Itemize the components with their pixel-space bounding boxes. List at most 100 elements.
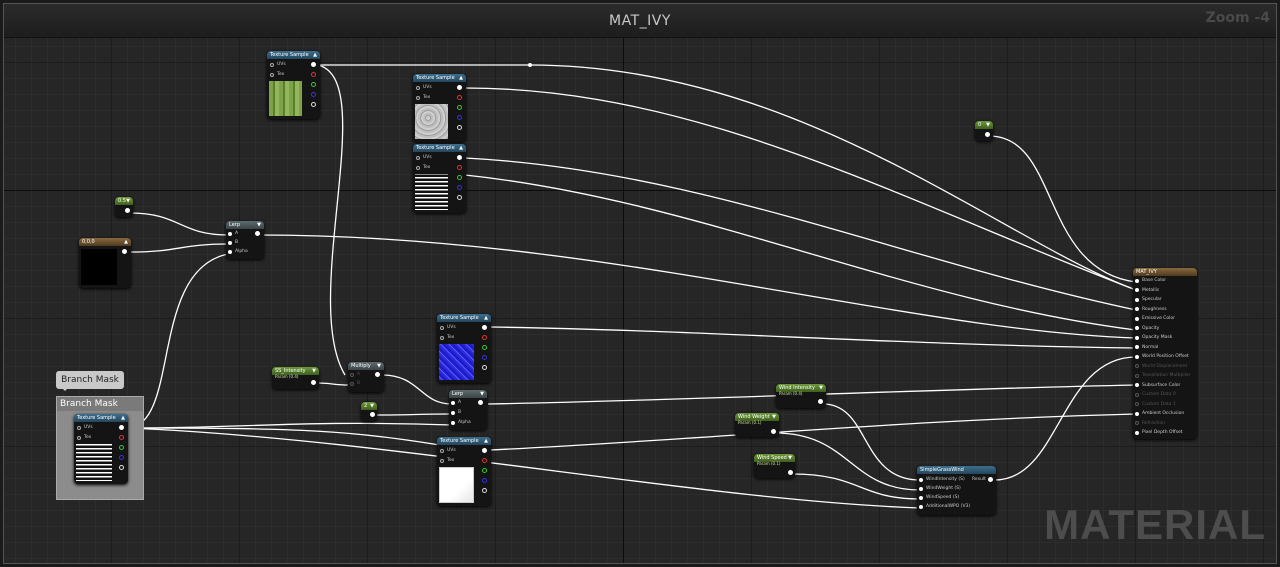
- output-a-pin[interactable]: [311, 102, 316, 107]
- material-graph-canvas[interactable]: MAT_IVY Zoom -4 MATERIAL: [3, 3, 1277, 564]
- output-a-pin[interactable]: [119, 465, 124, 470]
- output-b-pin[interactable]: [457, 115, 462, 120]
- collapse-arrow-icon[interactable]: ▲: [459, 145, 463, 151]
- output-g-pin[interactable]: [482, 468, 487, 473]
- material-input-pin[interactable]: Pixel Depth Offset: [1135, 430, 1183, 435]
- output-b-pin[interactable]: [311, 92, 316, 97]
- pin-icon[interactable]: [1135, 278, 1139, 283]
- collapse-arrow-icon[interactable]: ▼: [772, 414, 776, 420]
- output-a-pin[interactable]: [457, 125, 462, 130]
- material-input-pin[interactable]: Base Color: [1135, 278, 1166, 283]
- output-r-pin[interactable]: [482, 335, 487, 340]
- ss-intensity-param-node[interactable]: SS_Intensity▼ Param (0.4): [272, 367, 319, 389]
- pin-icon[interactable]: [228, 240, 232, 245]
- wind-speed-param-node[interactable]: Wind Speed▼ Param (0.1): [754, 454, 795, 478]
- pin-icon[interactable]: [1135, 364, 1139, 368]
- pin-icon[interactable]: [1135, 335, 1139, 340]
- pin-icon[interactable]: [1135, 297, 1139, 302]
- collapse-arrow-icon[interactable]: ▼: [788, 455, 792, 461]
- output-rgb-pin[interactable]: [457, 155, 462, 160]
- pin-icon[interactable]: [451, 410, 455, 415]
- pin-icon[interactable]: [1135, 411, 1139, 416]
- output-rgb-pin[interactable]: [482, 325, 487, 330]
- output-pin[interactable]: [122, 249, 127, 254]
- output-g-pin[interactable]: [457, 175, 462, 180]
- output-pin[interactable]: [311, 380, 316, 385]
- collapse-arrow-icon[interactable]: ▲: [484, 315, 488, 321]
- output-g-pin[interactable]: [119, 445, 124, 450]
- pin-icon[interactable]: [440, 335, 444, 340]
- pin-icon[interactable]: [416, 85, 420, 90]
- pin-icon[interactable]: [1135, 288, 1139, 292]
- output-rgb-pin[interactable]: [311, 62, 316, 67]
- material-input-pin[interactable]: Opacity Mask: [1135, 335, 1172, 340]
- material-input-pin[interactable]: Emissive Color: [1135, 316, 1175, 321]
- pin-icon[interactable]: [416, 155, 420, 160]
- output-rgb-pin[interactable]: [482, 448, 487, 453]
- pin-icon[interactable]: [270, 72, 274, 77]
- output-pin[interactable]: [125, 208, 130, 213]
- output-a-pin[interactable]: [482, 488, 487, 493]
- pin-icon[interactable]: [270, 62, 274, 67]
- collapse-arrow-icon[interactable]: ▼: [480, 391, 484, 397]
- pin-icon[interactable]: [919, 504, 923, 509]
- output-pin[interactable]: [818, 399, 823, 404]
- output-pin[interactable]: [370, 412, 375, 417]
- pin-icon[interactable]: [1135, 392, 1139, 397]
- collapse-arrow-icon[interactable]: ▲: [459, 75, 463, 81]
- wind-intensity-param-node[interactable]: Wind Intensity▼ Param (0.4): [776, 384, 826, 408]
- texture-sample-node-green[interactable]: Texture Sample▲ UVs Tex: [267, 51, 320, 119]
- lerp-node-top[interactable]: Lerp▼ A B Alpha: [226, 221, 264, 259]
- pin-icon[interactable]: [919, 477, 923, 482]
- pin-icon[interactable]: [350, 372, 354, 377]
- material-input-pin[interactable]: Normal: [1135, 345, 1158, 350]
- output-a-pin[interactable]: [482, 365, 487, 370]
- output-rgb-pin[interactable]: [457, 85, 462, 90]
- material-input-pin[interactable]: Subsurface Color: [1135, 383, 1180, 388]
- pin-icon[interactable]: [1135, 345, 1139, 349]
- material-input-pin[interactable]: Refraction: [1135, 421, 1165, 426]
- texture-sample-node-branch-mask[interactable]: Texture Sample▲ UVs Tex: [74, 414, 128, 484]
- constant-node-right[interactable]: 0▼: [975, 121, 993, 141]
- pin-icon[interactable]: [440, 448, 444, 453]
- pin-icon[interactable]: [228, 249, 232, 254]
- output-b-pin[interactable]: [482, 478, 487, 483]
- output-r-pin[interactable]: [457, 165, 462, 170]
- material-input-pin[interactable]: Custom Data 0: [1135, 392, 1176, 397]
- material-input-pin[interactable]: Tessellation Multiplier: [1135, 373, 1191, 378]
- output-pin[interactable]: [255, 231, 260, 236]
- output-rgb-pin[interactable]: [119, 425, 124, 430]
- collapse-arrow-icon[interactable]: ▲: [313, 52, 317, 58]
- pin-icon[interactable]: [1135, 402, 1139, 406]
- output-g-pin[interactable]: [482, 345, 487, 350]
- material-input-pin[interactable]: Ambient Occlusion: [1135, 411, 1184, 416]
- material-input-pin[interactable]: Metallic: [1135, 288, 1159, 293]
- texture-sample-node-normal[interactable]: Texture Sample▲ UVs Tex: [437, 314, 491, 383]
- pin-icon[interactable]: [416, 95, 420, 100]
- collapse-arrow-icon[interactable]: ▼: [257, 222, 261, 228]
- pin-icon[interactable]: [350, 381, 354, 386]
- output-b-pin[interactable]: [457, 185, 462, 190]
- output-b-pin[interactable]: [482, 355, 487, 360]
- material-input-pin[interactable]: Opacity: [1135, 326, 1159, 331]
- texture-sample-node-mask[interactable]: Texture Sample▲ UVs Tex: [413, 144, 466, 213]
- output-a-pin[interactable]: [457, 195, 462, 200]
- collapse-arrow-icon[interactable]: ▼: [377, 363, 381, 369]
- material-input-pin[interactable]: World Displacement: [1135, 364, 1187, 369]
- pin-icon[interactable]: [451, 400, 455, 405]
- output-pin[interactable]: [375, 372, 380, 377]
- material-input-pin[interactable]: Custom Data 1: [1135, 402, 1176, 407]
- output-pin[interactable]: [788, 470, 793, 475]
- pin-icon[interactable]: [1135, 307, 1139, 311]
- output-pin[interactable]: [771, 429, 776, 434]
- pin-icon[interactable]: [1135, 354, 1139, 359]
- output-r-pin[interactable]: [311, 72, 316, 77]
- constant3vector-node-0-0-0[interactable]: 0,0,0▲: [79, 238, 131, 288]
- texture-sample-node-white[interactable]: Texture Sample▲ UVs Tex: [437, 437, 491, 506]
- output-pin[interactable]: [988, 477, 993, 482]
- pin-icon[interactable]: [77, 435, 81, 440]
- collapse-arrow-icon[interactable]: ▼: [370, 403, 374, 409]
- pin-icon[interactable]: [1135, 430, 1139, 435]
- pin-icon[interactable]: [1135, 373, 1139, 378]
- output-r-pin[interactable]: [457, 95, 462, 100]
